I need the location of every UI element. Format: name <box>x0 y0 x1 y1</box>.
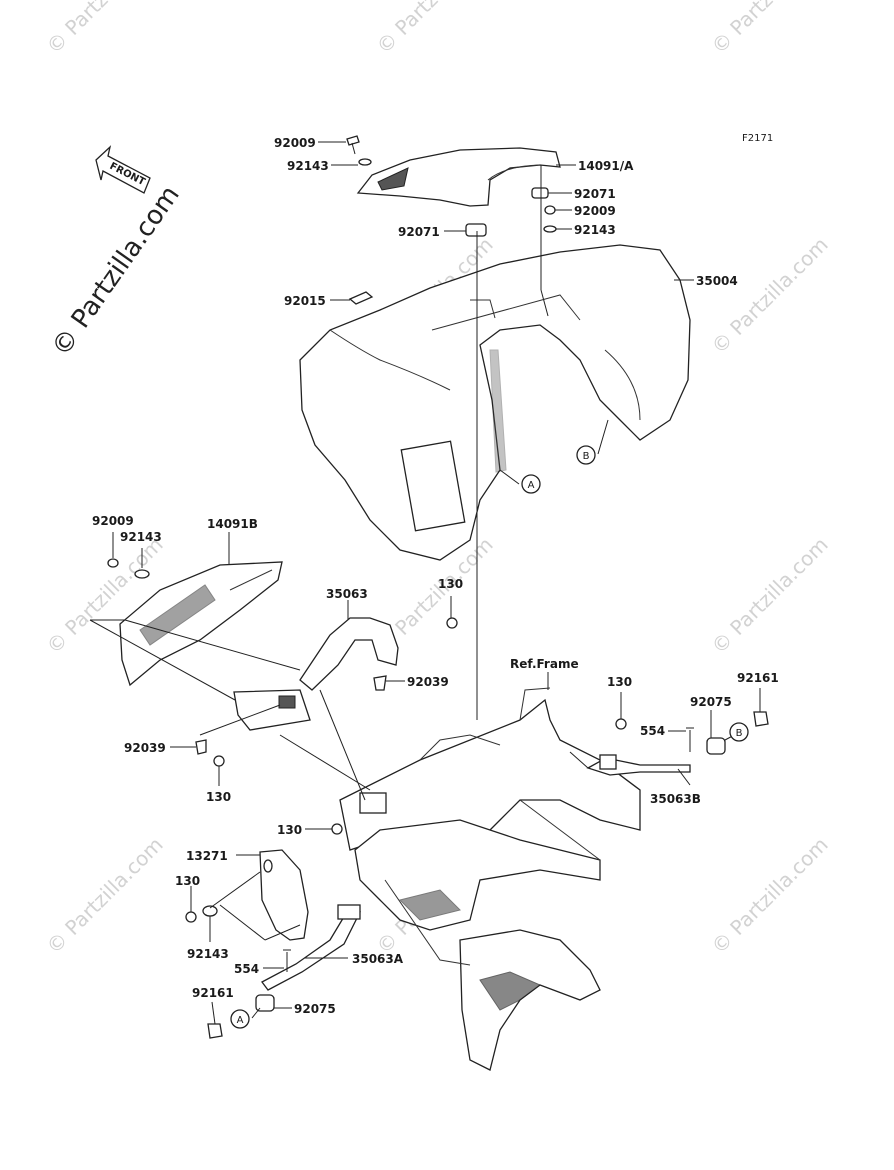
bolt-icon <box>185 911 197 923</box>
part-label-92009: 92009 <box>574 204 616 218</box>
part-labels: 92009 92143 14091/A 92071 92009 92071 92… <box>92 136 779 1016</box>
part-label-14091a: 14091/A <box>578 159 634 173</box>
grommet-icon <box>531 187 549 199</box>
frame-part <box>339 687 641 1071</box>
part-label-13271: 13271 <box>186 849 228 863</box>
bushing-icon <box>706 737 726 755</box>
part-label-92143: 92143 <box>574 223 616 237</box>
plate-bracket-part <box>233 689 311 731</box>
reference-label: Ref.Frame <box>510 657 579 671</box>
watermark-text: © Partzilla.com <box>707 532 833 658</box>
callout-b-right: B <box>729 722 749 742</box>
bolt-icon <box>331 823 343 835</box>
bolt-icon <box>446 617 458 629</box>
callout-a-upper: A <box>521 474 541 494</box>
bolt-icon <box>346 135 360 155</box>
watermark-logo: © Partzilla.com <box>46 180 186 362</box>
front-fender-part <box>299 244 691 561</box>
part-label-92075: 92075 <box>294 1002 336 1016</box>
bolt-icon <box>213 755 225 767</box>
cotter-pin-icon <box>686 727 694 752</box>
part-label-14091b: 14091B <box>207 517 258 531</box>
part-label-92071: 92071 <box>574 187 616 201</box>
bolt-icon <box>544 205 556 215</box>
part-label-130: 130 <box>277 823 302 837</box>
callout-label: B <box>736 728 743 739</box>
part-label-130: 130 <box>438 577 463 591</box>
bushing-icon <box>255 994 275 1012</box>
part-label-92161: 92161 <box>192 986 234 1000</box>
part-label-92039: 92039 <box>407 675 449 689</box>
watermark-text: © Partzilla.com <box>707 832 833 958</box>
front-arrow-icon: FRONT <box>95 145 151 194</box>
callout-label: A <box>237 1015 244 1026</box>
bolt-icon <box>615 718 627 730</box>
watermark-text: © Partzilla.com <box>707 0 833 59</box>
bracket-part <box>586 754 691 776</box>
part-label-92075: 92075 <box>690 695 732 709</box>
clip-icon <box>373 675 387 691</box>
part-label-35063a: 35063A <box>352 952 404 966</box>
part-label-92009: 92009 <box>92 514 134 528</box>
part-label-92039: 92039 <box>124 741 166 755</box>
part-label-554: 554 <box>234 962 259 976</box>
grommet-icon <box>207 1023 223 1039</box>
figure-code: F2171 <box>742 133 773 144</box>
clip-icon <box>348 291 374 305</box>
washer-icon <box>543 225 557 233</box>
watermark-text: © Partzilla.com <box>42 832 168 958</box>
grommet-icon <box>465 223 487 237</box>
part-label-35004: 35004 <box>696 274 738 288</box>
washer-icon <box>358 158 372 166</box>
part-label-92143: 92143 <box>120 530 162 544</box>
bracket-part <box>299 617 399 691</box>
watermark-text: © Partzilla.com <box>707 232 833 358</box>
grommet-icon <box>753 711 769 727</box>
leader-lines <box>89 141 761 1025</box>
callout-label: B <box>583 451 590 462</box>
part-label-35063b: 35063B <box>650 792 701 806</box>
callout-b-upper: B <box>576 445 596 465</box>
bracket-plate-part <box>259 849 309 941</box>
bolt-icon <box>107 558 119 568</box>
callout-label: A <box>528 480 535 491</box>
part-label-92071: 92071 <box>398 225 440 239</box>
part-label-130: 130 <box>607 675 632 689</box>
part-label-92015: 92015 <box>284 294 326 308</box>
part-label-130: 130 <box>175 874 200 888</box>
watermark-text: © Partzilla.com <box>372 0 498 59</box>
part-label-92161: 92161 <box>737 671 779 685</box>
part-label-130: 130 <box>206 790 231 804</box>
upper-cover-part <box>356 147 561 207</box>
clip-icon <box>195 739 207 755</box>
watermark-text: © Partzilla.com <box>42 0 168 59</box>
part-label-35063: 35063 <box>326 587 368 601</box>
part-label-92143: 92143 <box>287 159 329 173</box>
part-label-92009: 92009 <box>274 136 316 150</box>
side-cover-part <box>119 561 283 687</box>
washer-icon <box>134 569 150 579</box>
callout-a-lower: A <box>230 1009 250 1029</box>
cotter-pin-icon <box>283 949 291 972</box>
part-label-92143: 92143 <box>187 947 229 961</box>
part-label-554: 554 <box>640 724 665 738</box>
